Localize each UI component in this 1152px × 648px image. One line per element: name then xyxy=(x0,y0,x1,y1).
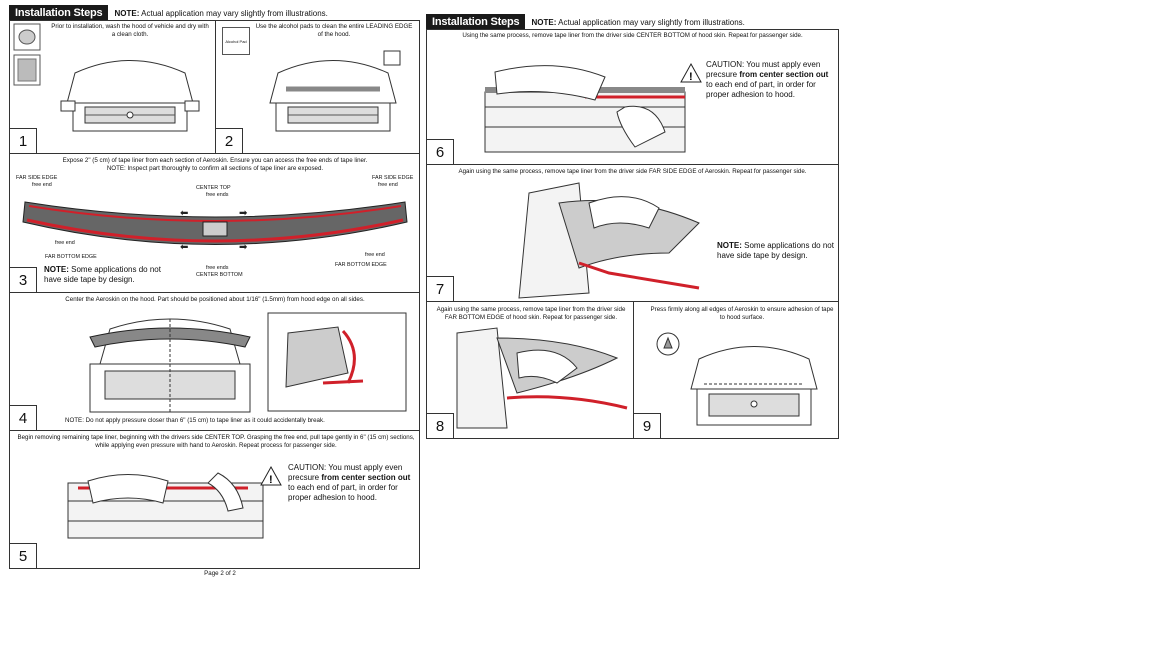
header-note: NOTE: Actual application may vary slight… xyxy=(531,17,745,27)
step-5-number: 5 xyxy=(10,543,37,568)
step-2-text: Use the alcohol pads to clean the entire… xyxy=(255,23,413,38)
aeroskin-diagram: ⬅ ➡ ⬅ ➡ xyxy=(22,201,408,253)
label-far-side-left: FAR SIDE EDGE xyxy=(16,175,58,181)
step-6-text: Using the same process, remove tape line… xyxy=(462,32,803,39)
step-6-number: 6 xyxy=(427,139,454,164)
header-note: NOTE: Actual application may vary slight… xyxy=(114,8,328,18)
step-1-number: 1 xyxy=(10,128,37,153)
step-4-text: Center the Aeroskin on the hood. Part sh… xyxy=(65,296,365,303)
header-title: Installation Steps xyxy=(426,14,526,30)
step-7-text: Again using the same process, remove tap… xyxy=(458,168,807,175)
label-center-top-free-ends: free ends xyxy=(206,192,229,198)
svg-text:!: ! xyxy=(689,71,693,83)
step-8-panel: Again using the same process, remove tap… xyxy=(426,301,634,439)
label-free-end-right: free end xyxy=(378,182,398,188)
truck-front-illustration xyxy=(269,50,401,132)
step-7-note: NOTE: Some applications do not have side… xyxy=(717,241,834,260)
label-center-top: CENTER TOP xyxy=(196,185,231,191)
step-5-caution: CAUTION: You must apply even precsure fr… xyxy=(288,463,411,502)
caution-icon: ! xyxy=(260,465,282,486)
label-free-end-left: free end xyxy=(32,182,52,188)
bottom-edge-illustration xyxy=(456,327,628,429)
step-9-text: Press firmly along all edges of Aeroskin… xyxy=(650,306,834,321)
truck-front-illustration xyxy=(690,346,818,426)
svg-text:⬅: ⬅ xyxy=(180,242,188,253)
alcohol-pad-icon: Alcohol Pad xyxy=(222,27,250,55)
svg-text:!: ! xyxy=(269,474,273,486)
label-free-end-bottom-right: free end xyxy=(365,252,385,258)
step-9-panel: Press firmly along all edges of Aeroskin… xyxy=(633,301,839,439)
step-6-caution: CAUTION: You must apply even precsure fr… xyxy=(706,60,829,99)
step-9-number: 9 xyxy=(634,413,661,438)
label-far-side-right: FAR SIDE EDGE xyxy=(372,175,414,181)
hand-pulling-tape-illustration xyxy=(484,65,686,153)
step-4-panel: Center the Aeroskin on the hood. Part sh… xyxy=(9,292,420,431)
svg-text:➡: ➡ xyxy=(239,208,248,219)
svg-text:⬅: ⬅ xyxy=(180,208,188,219)
step-1-panel: Prior to installation, wash the hood of … xyxy=(9,20,216,154)
page-footer: Page 2 of 2 xyxy=(204,570,236,577)
label-far-bottom-right: FAR BOTTOM EDGE xyxy=(335,262,387,268)
step-2-number: 2 xyxy=(216,128,243,153)
step-3-panel: Expose 2" (5 cm) of tape liner from each… xyxy=(9,153,420,293)
label-center-bottom: CENTER BOTTOM xyxy=(196,272,243,278)
hand-pulling-tape-illustration xyxy=(67,472,264,539)
left-header: Installation Steps NOTE: Actual applicat… xyxy=(9,5,328,21)
supplies-icon xyxy=(13,23,41,86)
svg-text:➡: ➡ xyxy=(239,242,248,253)
right-header: Installation Steps NOTE: Actual applicat… xyxy=(426,14,745,30)
step-4-number: 4 xyxy=(10,405,37,430)
step-8-number: 8 xyxy=(427,413,454,438)
truck-front-illustration xyxy=(60,60,200,132)
step-3-note: NOTE: Some applications do not have side… xyxy=(44,265,161,284)
step-8-text: Again using the same process, remove tap… xyxy=(436,306,626,321)
label-free-end-bottom-left: free end xyxy=(55,240,75,246)
step-5-text: Begin removing remaining tape liner, beg… xyxy=(17,434,415,449)
step-5-panel: Begin removing remaining tape liner, beg… xyxy=(9,430,420,569)
press-hand-icon xyxy=(656,332,680,356)
step-6-panel: Using the same process, remove tape line… xyxy=(426,29,839,165)
step-7-number: 7 xyxy=(427,276,454,301)
step-1-text: Prior to installation, wash the hood of … xyxy=(51,23,209,38)
label-far-bottom-left: FAR BOTTOM EDGE xyxy=(45,254,97,260)
label-center-bottom-free-ends: free ends xyxy=(206,265,229,271)
step-7-panel: Again using the same process, remove tap… xyxy=(426,164,839,302)
edge-detail-inset xyxy=(267,312,407,412)
step-2-panel: Use the alcohol pads to clean the entire… xyxy=(215,20,420,154)
step-3-text: Expose 2" (5 cm) of tape liner from each… xyxy=(62,157,368,164)
truck-hood-placement-illustration xyxy=(89,318,251,414)
step-3-text-note: NOTE: Inspect part thoroughly to confirm… xyxy=(106,165,324,172)
header-title: Installation Steps xyxy=(9,5,109,21)
caution-icon: ! xyxy=(680,62,702,83)
side-edge-illustration xyxy=(518,182,700,299)
step-4-note: NOTE: Do not apply pressure closer than … xyxy=(65,417,325,424)
step-3-number: 3 xyxy=(10,267,37,292)
